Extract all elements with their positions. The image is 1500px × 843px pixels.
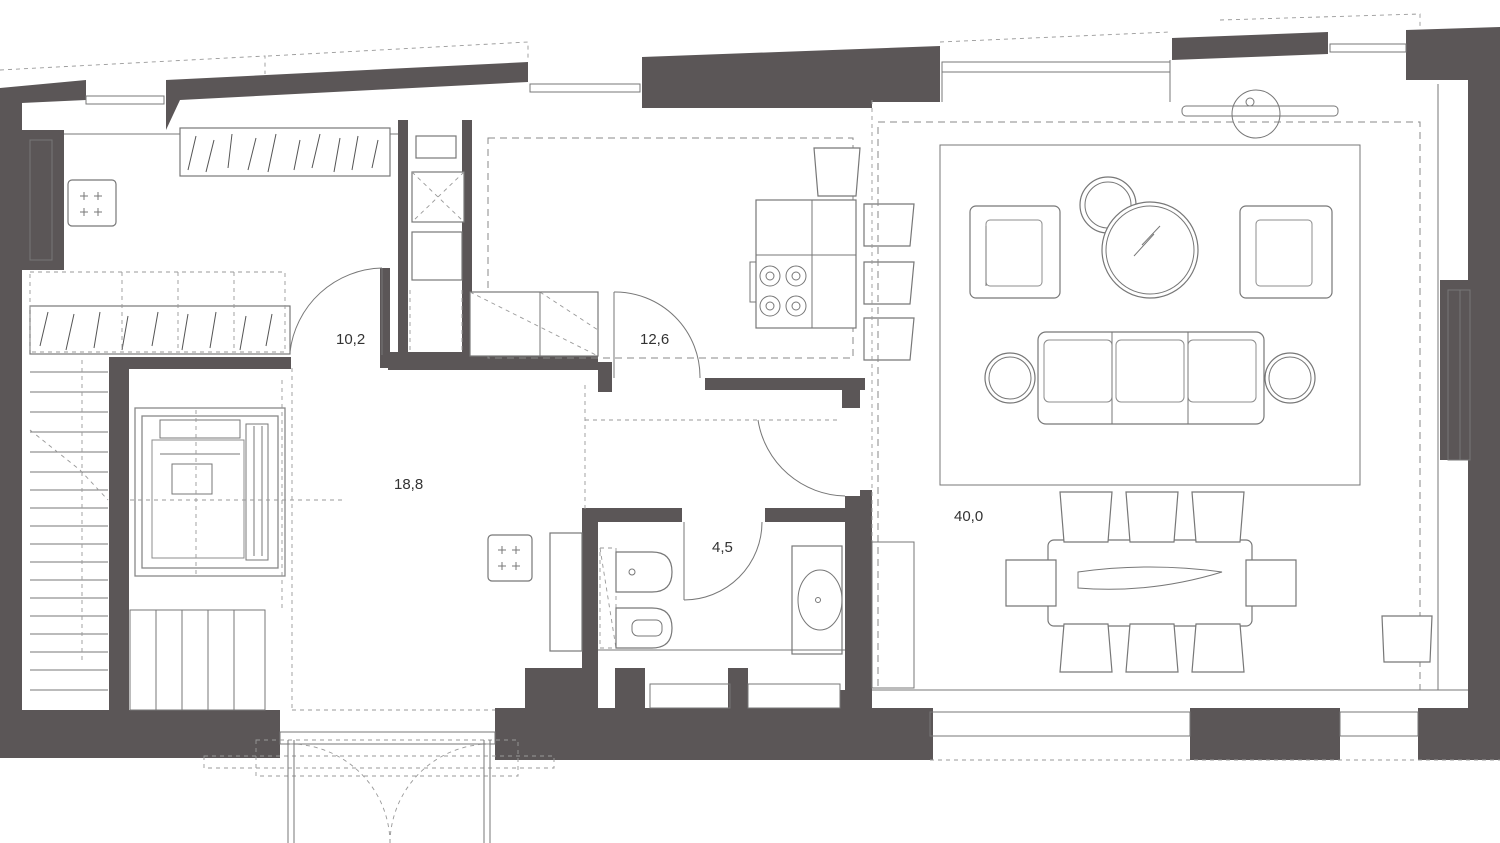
room-area-40-0: 40,0 xyxy=(954,508,983,525)
living-dining xyxy=(871,84,1500,761)
room-area-10-2: 10,2 xyxy=(336,331,365,348)
armchair-left xyxy=(969,205,1061,299)
room-area-18-8: 18,8 xyxy=(394,476,423,493)
armchair-right xyxy=(1239,205,1333,299)
wc-closet xyxy=(409,135,465,350)
walls xyxy=(0,27,1500,760)
sofa xyxy=(1037,331,1265,425)
dining-table xyxy=(1005,491,1297,673)
room-area-4-5: 4,5 xyxy=(712,539,733,556)
bathroom xyxy=(598,419,846,709)
left-storage xyxy=(29,127,398,355)
top-windows xyxy=(0,13,1421,105)
area-labels: 10,2 12,6 18,8 4,5 40,0 xyxy=(336,331,983,556)
elevator xyxy=(130,380,345,610)
staircase xyxy=(29,360,266,711)
room-area-12-6: 12,6 xyxy=(640,331,669,348)
kitchen xyxy=(469,100,915,690)
hall xyxy=(289,267,840,711)
entrance-door xyxy=(203,731,555,843)
